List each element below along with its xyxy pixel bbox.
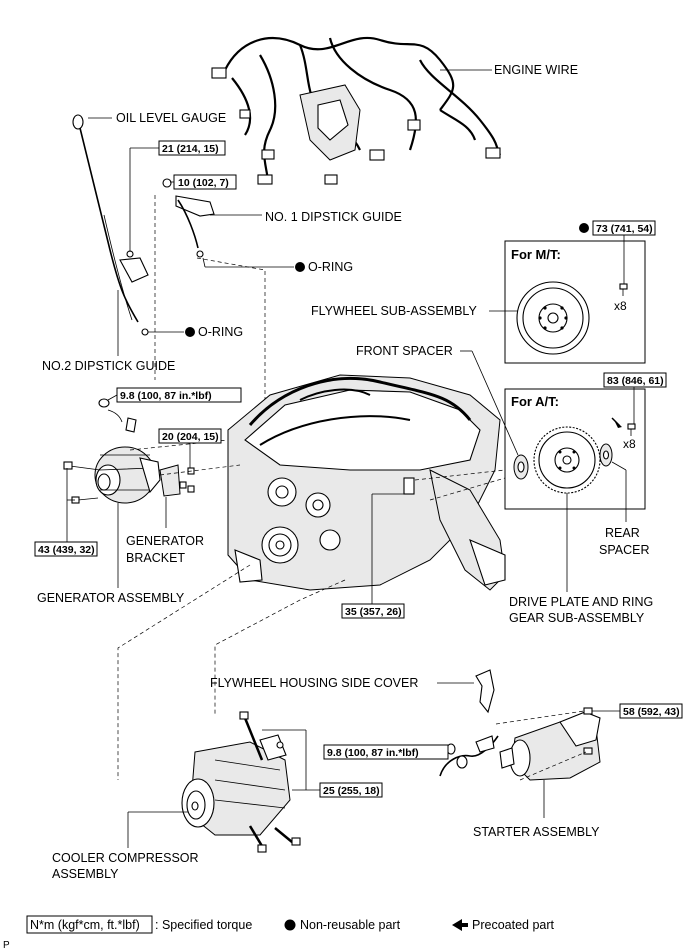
legend-torque-box [26, 915, 153, 934]
mt-bolt-icon [619, 283, 628, 296]
drive-plate-label-line1: DRIVE PLATE AND RING [509, 595, 653, 609]
starter-assembly-drawing [499, 707, 601, 781]
torque-35-label: 35 (357, 26) [345, 606, 402, 618]
mt-bolt-quantity: x8 [614, 299, 627, 313]
at-bolt-icon [627, 423, 636, 436]
torque-83-label: 83 (846, 61) [607, 375, 664, 387]
torque-9-8-generator-label: 9.8 (100, 87 in.*lbf) [120, 390, 212, 402]
no1-dipstick-guide-drawing [162, 178, 215, 258]
at-panel-title: For A/T: [511, 394, 559, 409]
torque-21-label: 21 (214, 15) [162, 143, 219, 155]
starter-harness-drawing [439, 735, 499, 777]
drive-plate-drawing [533, 426, 601, 494]
torque-20-label: 20 (204, 15) [162, 431, 219, 443]
flywheel-sub-assembly-label: FLYWHEEL SUB-ASSEMBLY [311, 304, 477, 318]
legend-precoated-text: Precoated part [472, 918, 555, 932]
no1-dipstick-guide-label: NO. 1 DIPSTICK GUIDE [265, 210, 402, 224]
torque-25-label: 25 (255, 18) [323, 785, 380, 797]
generator-nut-icon [98, 398, 137, 433]
torque-box-25 [319, 782, 383, 798]
rear-spacer-drawing [599, 443, 613, 467]
mt-panel-title: For M/T: [511, 247, 561, 262]
o-ring-lower-label: O-RING [198, 325, 243, 339]
cooler-compressor-label-line1: COOLER COMPRESSOR [52, 851, 199, 865]
engine-wire-label: ENGINE WIRE [494, 63, 578, 77]
front-spacer-label: FRONT SPACER [356, 344, 453, 358]
torque-box-9-8-starter [323, 744, 449, 760]
torque-73-label: 73 (741, 54) [596, 223, 653, 235]
front-spacer-drawing [513, 454, 529, 480]
flywheel-drawing [516, 281, 590, 355]
generator-assembly-label: GENERATOR ASSEMBLY [37, 591, 185, 605]
legend-precoated-arrow-icon [452, 919, 468, 931]
torque-box-35 [341, 603, 405, 619]
generator-bracket-label-line2: BRACKET [126, 551, 185, 565]
rear-spacer-label-line2: SPACER [599, 543, 649, 557]
torque-box-43 [34, 541, 98, 557]
generator-bracket-label-line1: GENERATOR [126, 534, 204, 548]
o-ring-upper-label: O-RING [308, 260, 353, 274]
generator-bracket-drawing [159, 464, 195, 497]
flywheel-housing-side-cover-label: FLYWHEEL HOUSING SIDE COVER [210, 676, 418, 690]
legend-non-reusable-text: Non-reusable part [300, 918, 401, 932]
torque-box-58 [619, 703, 683, 719]
engine-wire-drawing [211, 36, 501, 185]
cooler-compressor-drawing [181, 711, 301, 853]
starter-assembly-label: STARTER ASSEMBLY [473, 825, 600, 839]
legend-non-reusable-dot-icon [284, 919, 296, 931]
non-reusable-dot-icon [185, 327, 195, 337]
drive-plate-label-line2: GEAR SUB-ASSEMBLY [509, 611, 645, 625]
rear-spacer-label-line1: REAR [605, 526, 640, 540]
torque-43-label: 43 (439, 32) [38, 544, 95, 556]
torque-10-label: 10 (102, 7) [178, 177, 229, 189]
cooler-compressor-label-line2: ASSEMBLY [52, 867, 119, 881]
generator-assembly-drawing [63, 446, 161, 504]
non-reusable-dot-icon [579, 223, 589, 233]
flywheel-housing-side-cover-drawing [475, 669, 495, 714]
legend-torque-box-text: N*m (kgf*cm, ft.*lbf) [30, 918, 140, 932]
at-bolt-quantity: x8 [623, 437, 636, 451]
torque-9-8-starter-label: 9.8 (100, 87 in.*lbf) [327, 747, 419, 759]
engine-block-drawing [227, 374, 506, 591]
no2-dipstick-guide-label: NO.2 DIPSTICK GUIDE [42, 359, 175, 373]
oil-level-gauge-label: OIL LEVEL GAUGE [116, 111, 226, 125]
corner-mark: P [3, 940, 10, 951]
legend-torque-text: : Specified torque [155, 918, 252, 932]
torque-box-83 [603, 372, 667, 388]
torque-58-label: 58 (592, 43) [623, 706, 680, 718]
non-reusable-dot-icon [295, 262, 305, 272]
